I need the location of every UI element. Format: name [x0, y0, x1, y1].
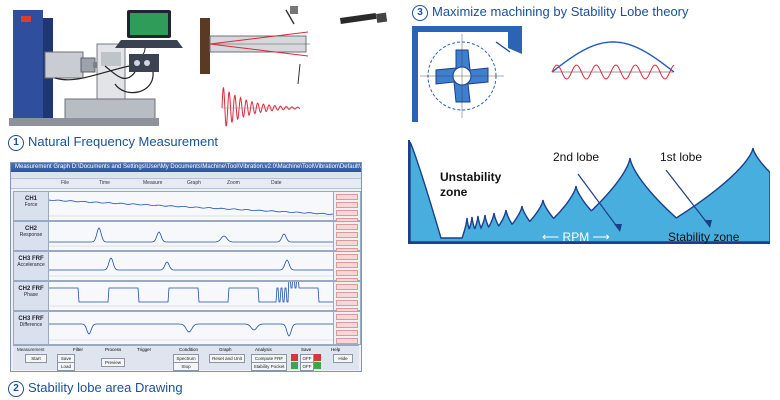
window-titlebar: Measurement Graph D:\Documents and Setti…	[11, 163, 361, 172]
waveform-illustration	[551, 41, 675, 80]
heading-maximize: 3 Maximize machining by Stability Lobe th…	[412, 4, 689, 21]
stability-zone-label: Stability zone	[668, 230, 740, 244]
heading-text: Natural Frequency Measurement	[28, 134, 219, 149]
heading-text: Stability lobe area Drawing	[28, 380, 183, 395]
toolbar-label[interactable]: File	[61, 180, 70, 186]
window-toolbar: File Time Measure Graph Zoom Date	[11, 179, 361, 189]
section-label: Condition	[179, 347, 199, 352]
preview-button[interactable]: Preview	[101, 358, 125, 367]
section-label: Analysis	[255, 347, 272, 352]
panel-side-values	[333, 312, 360, 344]
arrow-left-icon[interactable]	[291, 362, 298, 369]
arrow-right-icon[interactable]	[314, 354, 321, 361]
toolbar-label[interactable]: Graph	[187, 180, 201, 186]
heading-natural-frequency: 1 Natural Frequency Measurement	[8, 134, 218, 151]
lobe-curve	[409, 141, 770, 243]
section-label: Filter	[73, 347, 83, 352]
toolbar-label[interactable]: Measure	[143, 180, 163, 186]
hide-button[interactable]: Hide	[333, 354, 353, 363]
reset-unit-button[interactable]: Reset and Unit	[209, 354, 245, 363]
section-label: Graph	[219, 347, 232, 352]
rpm-axis-label: ⟵ RPM ⟶	[542, 230, 610, 244]
stability-lobe-chart	[408, 140, 770, 244]
panel-side-values	[333, 192, 360, 224]
start-button[interactable]: Start	[25, 354, 47, 363]
window-menubar	[11, 172, 361, 179]
rpm-text: RPM	[562, 230, 590, 244]
second-lobe-label: 2nd lobe	[553, 150, 600, 164]
section-label: Help	[331, 347, 341, 352]
section-label: Process	[105, 347, 122, 352]
unstability-zone-label: Unstability zone	[440, 170, 502, 199]
control-bar: Measurement Filter Process Trigger Condi…	[13, 345, 359, 371]
stop-button[interactable]: Stop	[173, 362, 199, 371]
load-button[interactable]: Load	[57, 362, 75, 371]
section-label: Trigger	[137, 347, 152, 352]
arrow-left-icon: ⟵	[542, 230, 563, 244]
panel-side-values	[333, 222, 360, 254]
milling-cutter-illustration	[412, 26, 522, 122]
panel-side-values	[333, 252, 360, 284]
toolbar-label[interactable]: Date	[271, 180, 282, 186]
heading-number: 2	[8, 381, 24, 397]
machine-tool-illustration	[9, 10, 183, 126]
measurement-software-window: Measurement Graph D:\Documents and Setti…	[10, 162, 362, 372]
tool-beam-decay-illustration	[200, 6, 388, 127]
heading-lobe-drawing: 2 Stability lobe area Drawing	[8, 380, 183, 397]
off-toggle[interactable]: OFF	[300, 362, 314, 371]
stability-pocket-button[interactable]: Stability Pocket	[251, 362, 287, 371]
heading-number: 1	[8, 135, 24, 151]
section-label: Save	[301, 347, 312, 352]
toolbar-label[interactable]: Zoom	[227, 180, 240, 186]
heading-number: 3	[412, 5, 428, 21]
arrow-left-icon[interactable]	[291, 354, 298, 361]
first-lobe-label: 1st lobe	[660, 150, 703, 164]
control-section-labels: Measurement	[17, 347, 45, 352]
toolbar-label[interactable]: Time	[99, 180, 110, 186]
arrow-right-icon: ⟶	[589, 230, 610, 244]
arrow-right-icon[interactable]	[314, 362, 321, 369]
panel-side-values	[333, 282, 360, 314]
heading-text: Maximize machining by Stability Lobe the…	[432, 4, 689, 19]
